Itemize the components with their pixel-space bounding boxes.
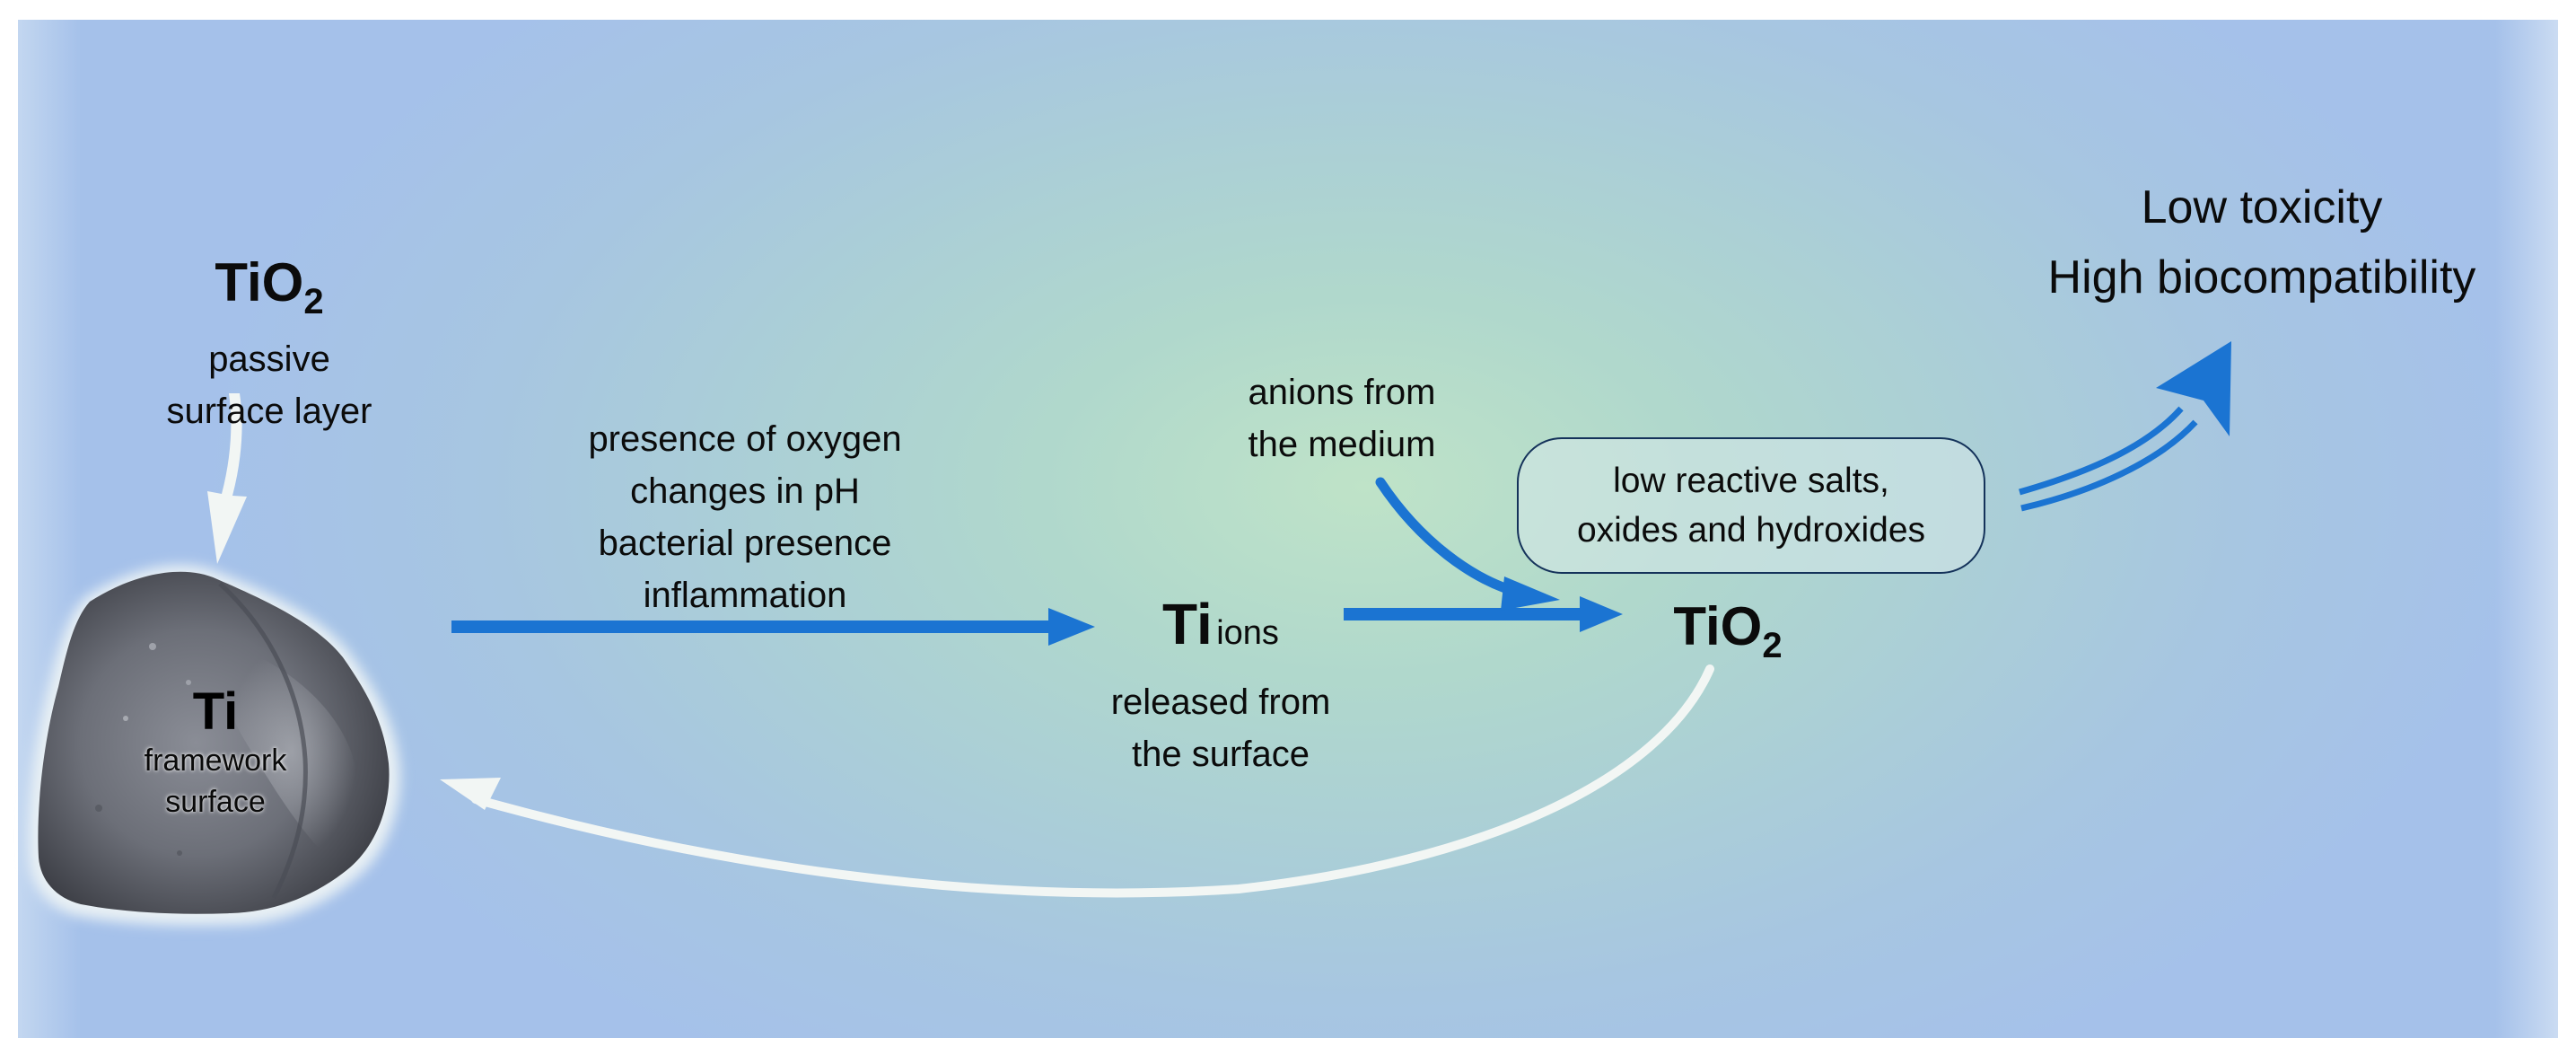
arrow-surface-to-ions	[451, 608, 1095, 646]
anions-line2: the medium	[1248, 425, 1436, 464]
product-formula-subscript: 2	[1762, 626, 1783, 665]
rock-sheen	[225, 647, 358, 858]
ions-heading: Ti ions	[1059, 588, 1382, 676]
formula-main: TiO	[215, 252, 304, 312]
framework-element: Ti	[192, 682, 239, 741]
formula-subscript: 2	[303, 282, 324, 321]
arrow-layer-to-surface	[207, 393, 247, 564]
outcome-label: Low toxicity High biocompatibility	[1984, 172, 2540, 312]
salts-line1: low reactive salts,	[1613, 462, 1889, 500]
ions-element: Ti	[1162, 592, 1213, 656]
salts-box: low reactive salts, oxides and hydroxide…	[1517, 437, 1985, 574]
ions-line2: the surface	[1132, 735, 1310, 774]
anions-line1: anions from	[1248, 373, 1436, 412]
anions-label: anions from the medium	[1194, 366, 1490, 471]
background-edge-right	[2495, 20, 2558, 1038]
outcome-line1: Low toxicity	[2141, 181, 2383, 233]
arrow-to-outcome-line2	[2020, 419, 2198, 512]
diagram-background	[18, 20, 2558, 1038]
product-formula-main: TiO	[1673, 596, 1763, 656]
ions-line1: released from	[1110, 682, 1331, 722]
conditions-line4: inflammation	[643, 576, 847, 615]
product-label: TiO2	[1643, 595, 1813, 677]
passive-layer-line2: surface layer	[166, 392, 372, 431]
arrow-to-outcome-line1	[2019, 406, 2184, 496]
arrow-ions-to-oxide	[1344, 596, 1623, 632]
conditions-line3: bacterial presence	[598, 524, 892, 563]
salts-line2: oxides and hydroxides	[1576, 511, 1926, 550]
product-formula: TiO2	[1643, 595, 1813, 677]
ions-word: ions	[1216, 614, 1279, 652]
framework-label: Ti framework surface	[108, 684, 323, 823]
framework-line2: surface	[165, 785, 266, 819]
arrow-anions-to-oxide	[1375, 477, 1531, 600]
passive-layer-label: TiO2 passive surface layer	[135, 251, 404, 437]
passive-layer-line1: passive	[208, 339, 330, 379]
passive-layer-formula: TiO2	[135, 251, 404, 333]
framework-line1: framework	[144, 744, 287, 778]
rock-crease	[218, 582, 308, 900]
conditions-line1: presence of oxygen	[588, 419, 902, 459]
ions-label: Ti ions released from the surface	[1059, 588, 1382, 780]
conditions-line2: changes in pH	[630, 471, 860, 511]
outcome-line2: High biocompatibility	[2047, 251, 2476, 304]
titanium-rock-image	[28, 565, 400, 926]
arrow-to-outcome-head	[2156, 341, 2231, 436]
arrow-return-to-surface	[471, 664, 1714, 898]
conditions-label: presence of oxygen changes in pH bacteri…	[512, 413, 978, 621]
